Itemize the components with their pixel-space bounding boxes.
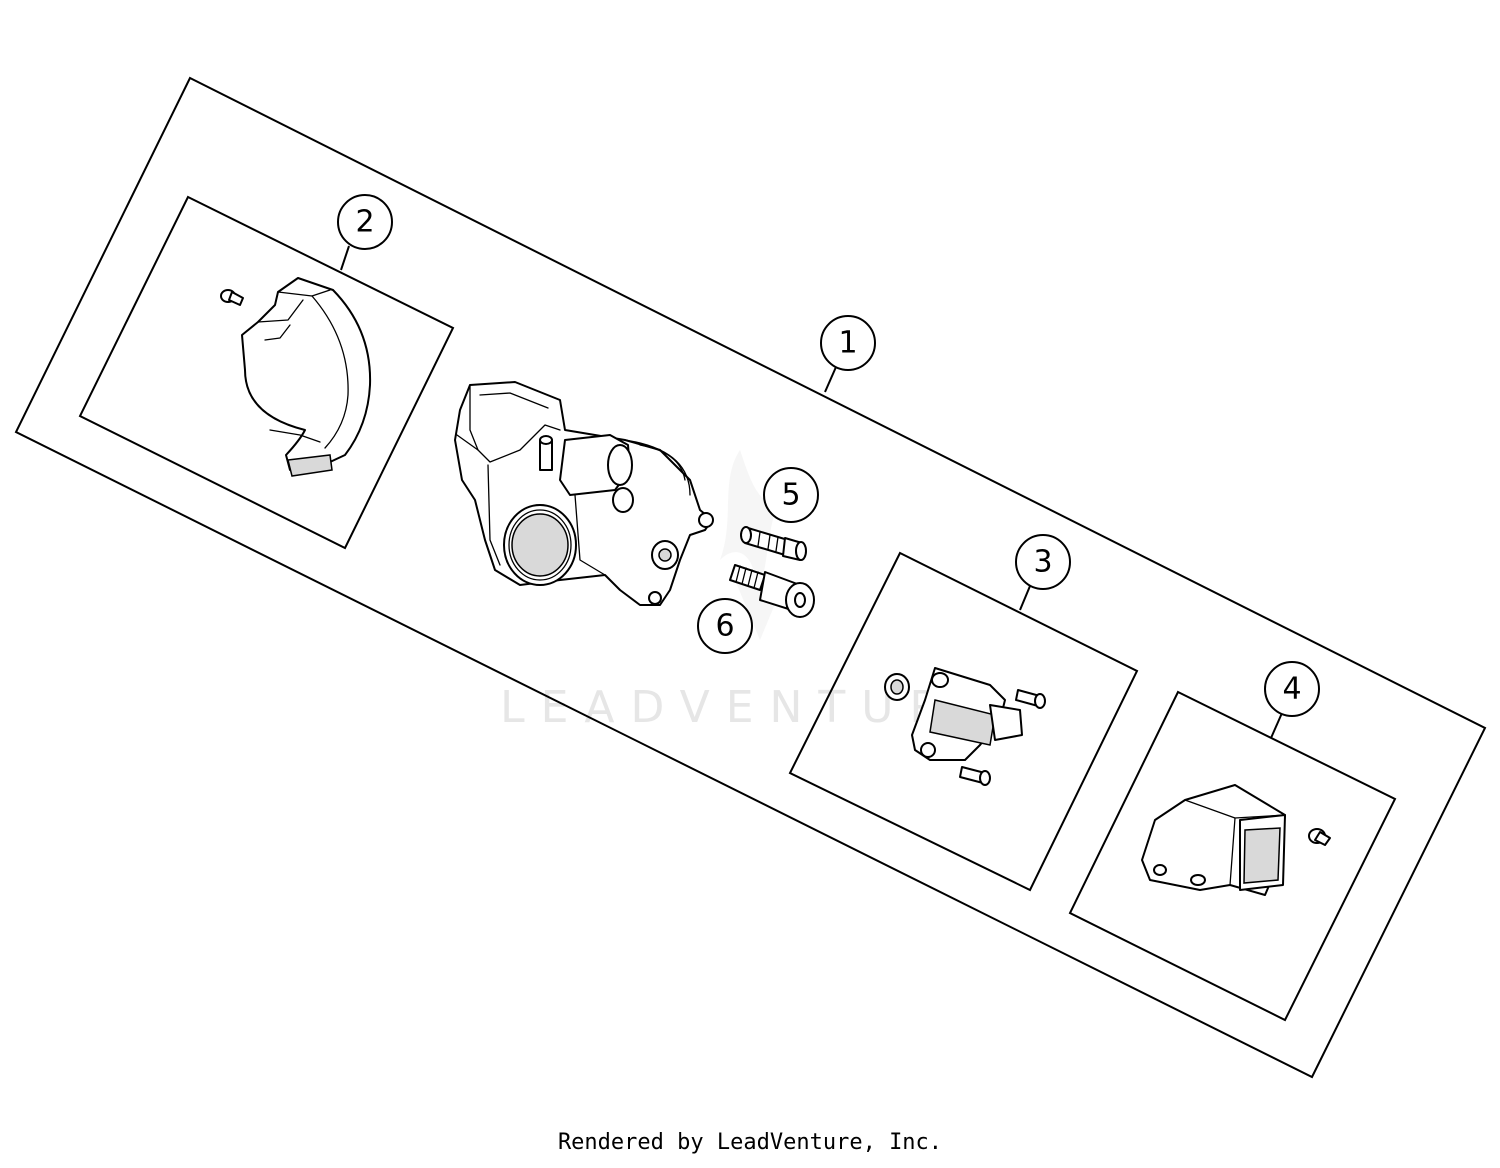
- callout-2-label: 2: [355, 205, 374, 240]
- idle-screw-part-5: [740, 526, 807, 561]
- callout-5[interactable]: 5: [763, 467, 819, 523]
- kit-frame-4: [1068, 690, 1397, 1022]
- callout-6[interactable]: 6: [697, 598, 753, 654]
- leader-1: [824, 366, 837, 393]
- sensor-part-3: [884, 667, 1046, 786]
- callout-6-label: 6: [715, 609, 734, 644]
- callout-5-label: 5: [781, 478, 800, 513]
- callout-3[interactable]: 3: [1015, 534, 1071, 590]
- kit-frame-2: [78, 195, 455, 550]
- footer-credit: Rendered by LeadVenture, Inc.: [557, 1130, 943, 1155]
- callout-3-label: 3: [1033, 545, 1052, 580]
- cover-part: [241, 277, 372, 477]
- throttle-body-part: [454, 381, 714, 606]
- screw-small-2: [220, 289, 244, 306]
- callout-4[interactable]: 4: [1264, 661, 1320, 717]
- adjust-screw-part-6: [729, 564, 815, 618]
- leader-2: [340, 245, 350, 271]
- kit-frame-3: [788, 551, 1139, 892]
- callout-2[interactable]: 2: [337, 194, 393, 250]
- sensor-cover-part-4: [1141, 784, 1331, 896]
- callout-1-label: 1: [838, 326, 857, 361]
- leader-4: [1270, 712, 1283, 739]
- assembly-frame-1: [14, 76, 1487, 1079]
- callout-1[interactable]: 1: [820, 315, 876, 371]
- leader-3: [1019, 585, 1031, 611]
- callout-4-label: 4: [1282, 672, 1301, 707]
